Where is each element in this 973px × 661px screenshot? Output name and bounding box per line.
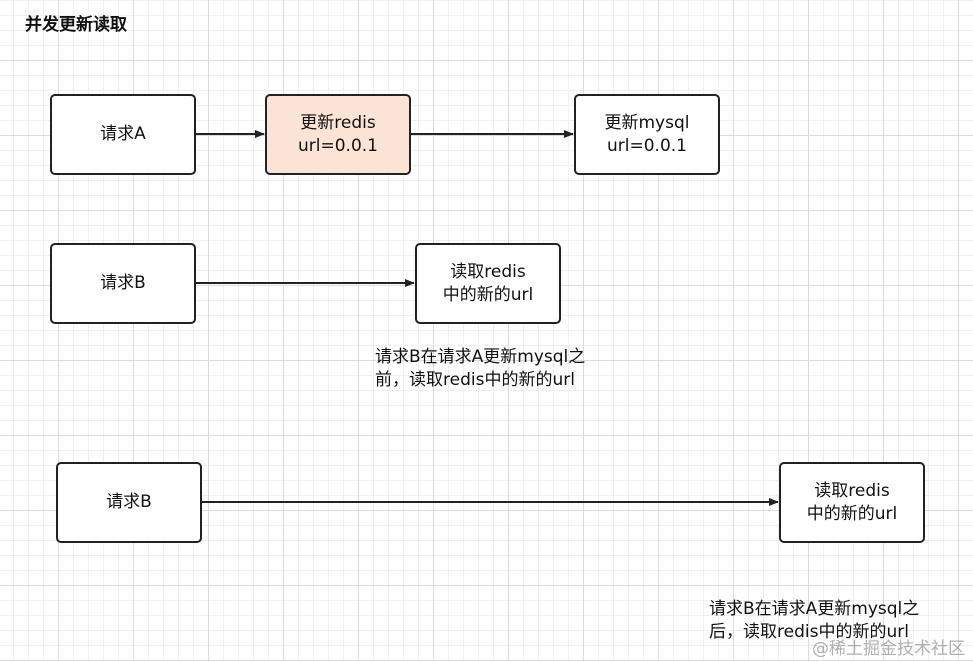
request-a-box: 请求A: [50, 94, 196, 175]
request-b-label: 请求B: [100, 273, 146, 294]
update-mysql-box: 更新mysql url=0.0.1: [574, 94, 720, 175]
update-redis-line2: url=0.0.1: [298, 135, 378, 156]
update-redis-box: 更新redis url=0.0.1: [265, 94, 411, 175]
note-before-mysql-update: 请求B在请求A更新mysql之 前，读取redis中的新的url: [375, 346, 585, 392]
read-redis-late-box: 读取redis 中的新的url: [779, 462, 925, 543]
note-after-line2: 后，读取redis中的新的url: [709, 621, 909, 642]
request-b-late-label: 请求B: [106, 492, 152, 513]
watermark: @稀土掘金技术社区: [812, 639, 965, 659]
read-redis-late-line2: 中的新的url: [806, 503, 898, 524]
note-before-line2: 前，读取redis中的新的url: [375, 369, 575, 390]
read-redis-line2: 中的新的url: [442, 284, 534, 305]
diagram-title: 并发更新读取: [25, 15, 127, 35]
update-redis-line1: 更新redis: [300, 113, 376, 134]
note-before-line1: 请求B在请求A更新mysql之: [375, 347, 586, 367]
update-mysql-line1: 更新mysql: [604, 113, 690, 134]
request-a-label: 请求A: [100, 124, 146, 145]
request-b-box: 请求B: [50, 243, 196, 324]
note-after-mysql-update: 请求B在请求A更新mysql之 后，读取redis中的新的url: [709, 598, 919, 644]
read-redis-line1: 读取redis: [450, 262, 526, 283]
request-b-late-box: 请求B: [56, 462, 202, 543]
note-after-line1: 请求B在请求A更新mysql之: [709, 599, 920, 619]
read-redis-box: 读取redis 中的新的url: [415, 243, 561, 324]
update-mysql-line2: url=0.0.1: [607, 135, 687, 156]
read-redis-late-line1: 读取redis: [814, 481, 890, 502]
